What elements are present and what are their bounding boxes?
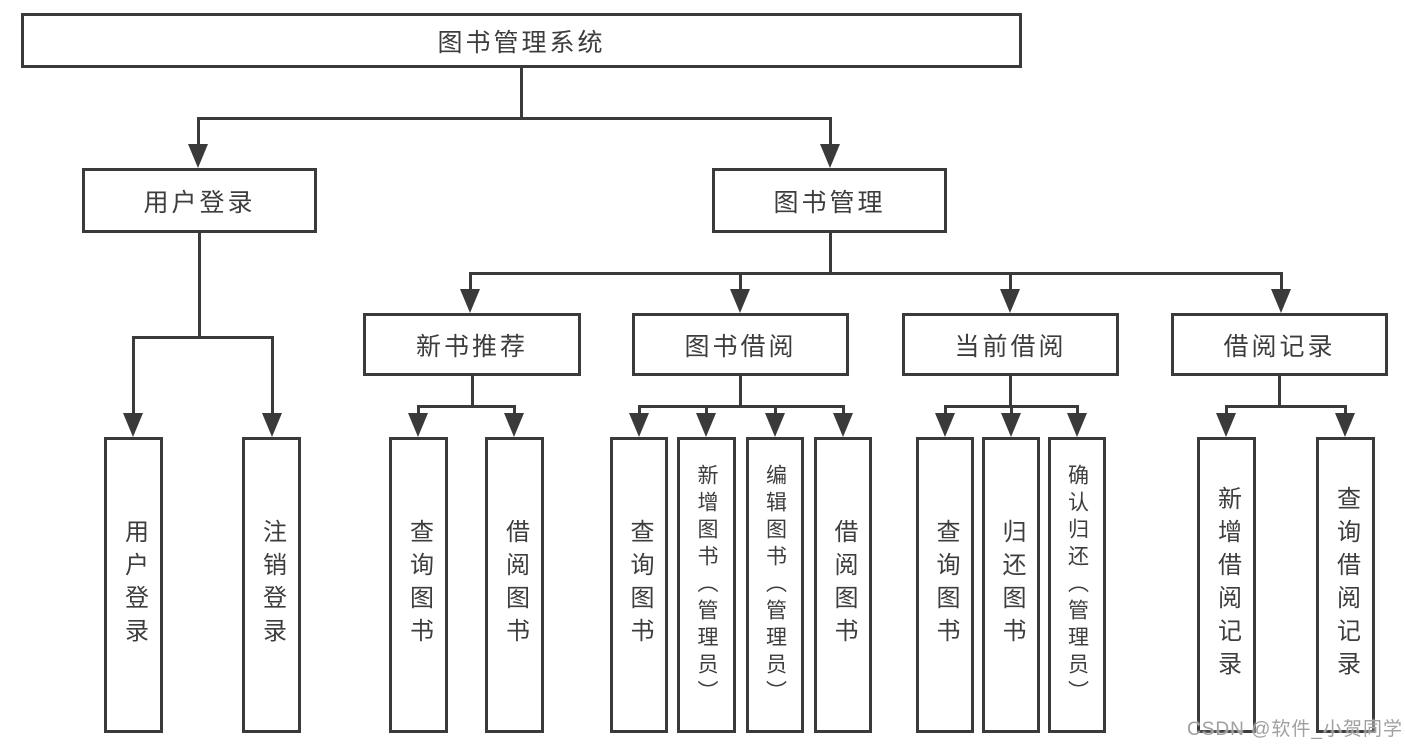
leaf-user-login-label: 用户登录 [120,519,148,651]
leaf-borrow-query-books-label: 查询图书 [626,519,653,651]
arrowhead-borrowing [730,289,750,313]
node-user-login-label: 用户登录 [143,188,256,217]
arrowhead-leaf-login [123,413,143,437]
node-book-borrowing: 图书借阅 [632,313,849,376]
arrowhead-current-confirm [1067,413,1087,437]
connector-drop-current-confirm [1076,405,1079,417]
connector-drop-records-query [1344,405,1347,417]
connector-drop-records [1280,272,1283,292]
node-current-borrowing: 当前借阅 [902,313,1119,376]
leaf-borrow-borrow-books-label: 借阅图书 [830,519,857,651]
connector-drop-user-login [197,117,200,147]
leaf-current-return-books: 归还图书 [982,437,1040,733]
node-user-login: 用户登录 [82,168,317,233]
watermark: CSDN @软件_小贺同学 [1187,719,1403,740]
leaf-borrow-edit-books-admin: 编辑图书（管理员） [746,437,804,733]
connector-borrowing-stem [739,376,742,407]
arrowhead-records [1271,289,1291,313]
node-borrowing-records-label: 借阅记录 [1223,332,1336,361]
arrowhead-new-book [460,289,480,313]
connector-user-login-stem [198,233,201,337]
node-root: 图书管理系统 [21,13,1022,68]
connector-drop-borrow-add [705,405,708,417]
connector-drop-borrow-borrow [842,405,845,417]
leaf-records-add-record-label: 新增借阅记录 [1213,486,1241,684]
leaf-records-query-record: 查询借阅记录 [1316,437,1375,733]
leaf-records-add-record: 新增借阅记录 [1197,437,1256,733]
connector-drop-records-add [1225,405,1228,417]
connector-new-book-crossbar [417,405,516,408]
leaf-newbook-borrow-books: 借阅图书 [485,437,544,733]
connector-drop-borrow-query [638,405,641,417]
arrowhead-book-management [820,144,840,168]
node-book-borrowing-label: 图书借阅 [684,332,797,361]
connector-records-crossbar [1225,405,1347,408]
leaf-borrow-query-books: 查询图书 [610,437,668,733]
leaf-borrow-add-books-admin: 新增图书（管理员） [677,437,736,733]
leaf-user-login: 用户登录 [104,437,163,733]
leaf-newbook-query-books: 查询图书 [389,437,448,733]
leaf-borrow-borrow-books: 借阅图书 [814,437,872,733]
connector-drop-current-query [944,405,947,417]
connector-drop-leaf-logout [271,336,274,416]
arrowhead-borrow-edit [765,413,785,437]
node-book-management: 图书管理 [712,168,947,233]
leaf-borrow-edit-books-admin-label: 编辑图书（管理员） [763,463,787,707]
connector-book-management-crossbar [469,272,1282,275]
leaf-current-confirm-return-admin-label: 确认归还（管理员） [1065,463,1089,707]
node-borrowing-records: 借阅记录 [1171,313,1388,376]
connector-current-stem [1009,376,1012,407]
connector-drop-borrow-edit [774,405,777,417]
connector-borrowing-crossbar [638,405,844,408]
connector-drop-newbook-query [417,405,420,417]
leaf-borrow-add-books-admin-label: 新增图书（管理员） [695,463,718,707]
arrowhead-current-return [1001,413,1021,437]
leaf-current-query-books-label: 查询图书 [932,519,959,651]
node-new-book-recommend: 新书推荐 [363,313,581,376]
arrowhead-borrow-query [629,413,649,437]
leaf-logout: 注销登录 [242,437,301,733]
connector-drop-current [1009,272,1012,292]
connector-drop-borrowing [739,272,742,292]
arrowhead-newbook-borrow [504,413,524,437]
node-root-label: 图书管理系统 [437,28,606,57]
arrowhead-newbook-query [408,413,428,437]
node-current-borrowing-label: 当前借阅 [954,332,1067,361]
connector-drop-newbook-borrow [513,405,516,417]
connector-drop-current-return [1010,405,1013,417]
node-book-management-label: 图书管理 [773,188,886,217]
leaf-current-confirm-return-admin: 确认归还（管理员） [1048,437,1106,733]
connector-book-management-stem [829,233,832,274]
connector-drop-leaf-login [132,336,135,416]
connector-drop-new-book [469,272,472,292]
arrowhead-borrow-borrow [833,413,853,437]
arrowhead-borrow-add [696,413,716,437]
connector-drop-book-management [829,117,832,147]
leaf-logout-label: 注销登录 [258,519,286,651]
node-new-book-recommend-label: 新书推荐 [415,332,528,361]
arrowhead-user-login [188,144,208,168]
connector-new-book-stem [471,376,474,407]
connector-records-stem [1278,376,1281,407]
arrowhead-current [1000,289,1020,313]
leaf-current-query-books: 查询图书 [916,437,974,733]
arrowhead-records-add [1216,413,1236,437]
connector-root-crossbar [197,117,831,120]
arrowhead-current-query [935,413,955,437]
leaf-current-return-books-label: 归还图书 [998,519,1025,651]
arrowhead-records-query [1335,413,1355,437]
leaf-records-query-record-label: 查询借阅记录 [1332,486,1360,684]
connector-user-login-crossbar [132,336,274,339]
connector-root-stem [520,68,523,118]
arrowhead-leaf-logout [262,413,282,437]
leaf-newbook-query-books-label: 查询图书 [405,519,433,651]
leaf-newbook-borrow-books-label: 借阅图书 [501,519,529,651]
